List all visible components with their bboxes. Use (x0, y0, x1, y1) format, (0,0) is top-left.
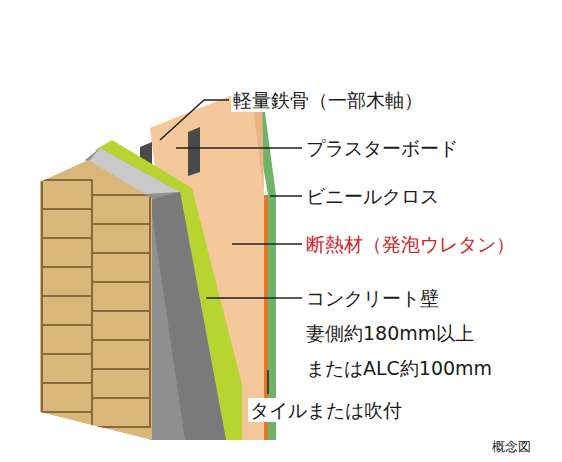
steel-stud (188, 127, 200, 176)
concrete-side (150, 192, 226, 440)
part-label: 断熱材（発泡ウレタン） (304, 232, 517, 256)
part-label: ビニールクロス (304, 184, 441, 208)
part-label: 軽量鉄骨（一部木軸） (231, 88, 425, 112)
tile-face (30, 150, 160, 450)
part-label: 概念図 (490, 438, 533, 456)
part-label: タイルまたは吹付 (248, 398, 404, 422)
leader-lines (160, 100, 302, 394)
part-label: プラスターボード (304, 136, 460, 160)
part-label: コンクリート壁 妻側約180mm以上 またはALC約100mm (304, 281, 540, 386)
